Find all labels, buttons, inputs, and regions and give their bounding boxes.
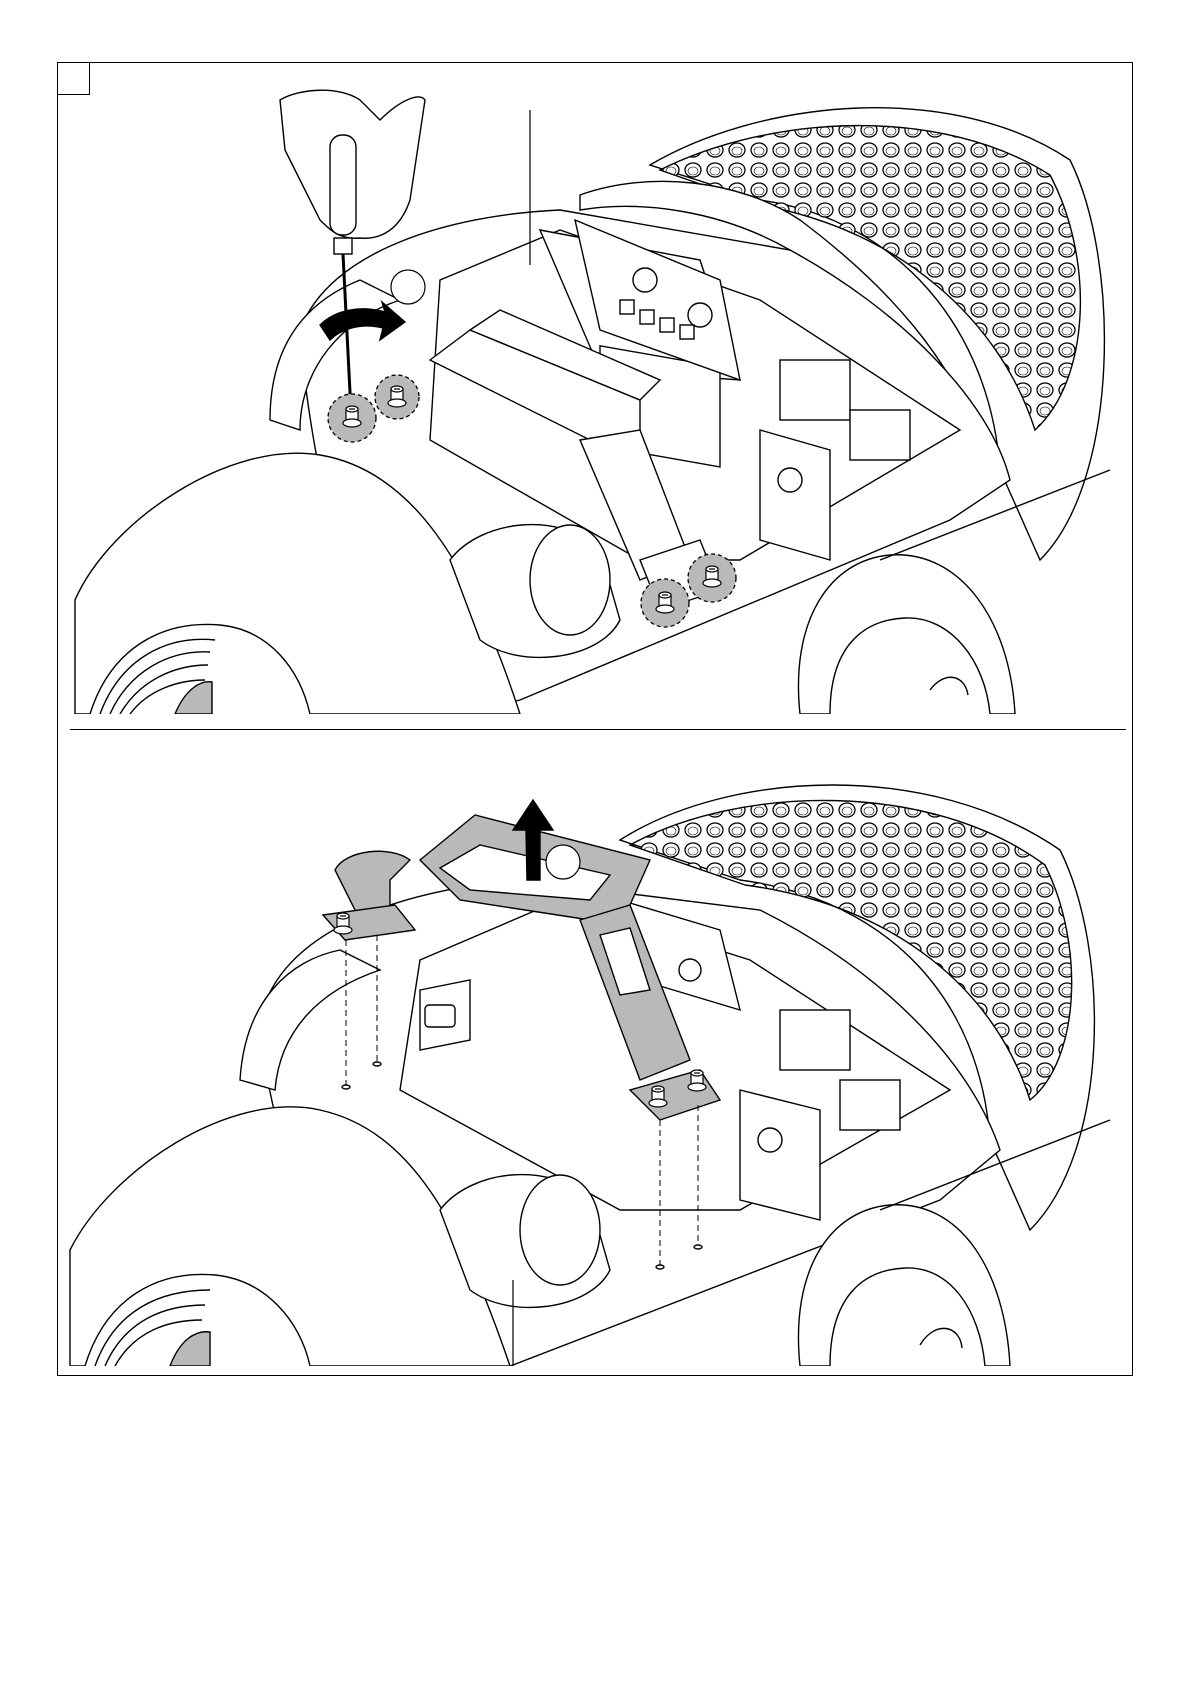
callout-circle-top	[391, 270, 425, 304]
bottom-panel-illustration	[70, 785, 1110, 1370]
callout-circle-bottom	[546, 845, 580, 879]
screwdriver-handle-icon	[330, 135, 356, 235]
top-panel-illustration	[75, 90, 1110, 714]
